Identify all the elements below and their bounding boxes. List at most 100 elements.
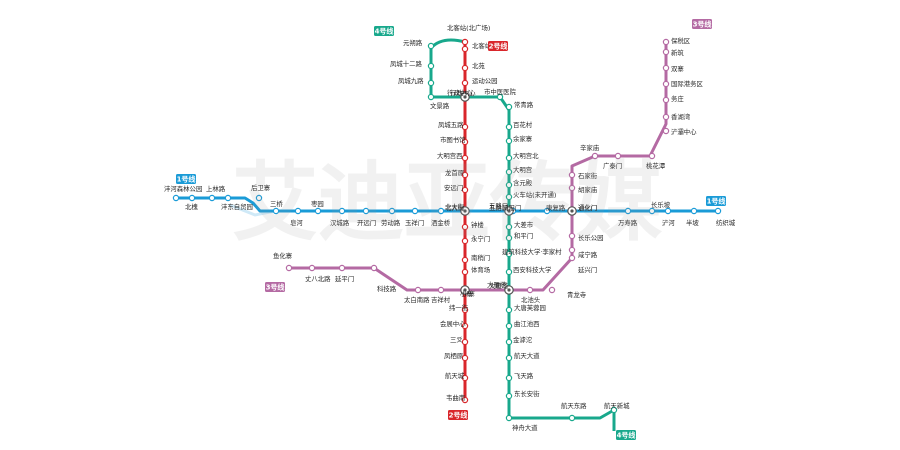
- station-marker[interactable]: [505, 354, 513, 362]
- station-marker[interactable]: [272, 207, 280, 215]
- station-marker[interactable]: [505, 123, 513, 131]
- station-marker[interactable]: [461, 223, 469, 231]
- station-marker[interactable]: [648, 207, 656, 215]
- station-marker[interactable]: [505, 103, 513, 111]
- station-marker[interactable]: [548, 286, 556, 294]
- station-marker[interactable]: [411, 207, 419, 215]
- station-marker[interactable]: [662, 127, 670, 135]
- station-marker[interactable]: [437, 207, 445, 215]
- station-marker[interactable]: [294, 207, 302, 215]
- station-marker[interactable]: [591, 152, 599, 160]
- station-marker[interactable]: [662, 48, 670, 56]
- station-label: 和平门: [514, 231, 533, 240]
- station-marker[interactable]: [461, 154, 469, 162]
- station-marker[interactable]: [427, 93, 435, 101]
- transfer-station-icon[interactable]: [567, 206, 577, 216]
- transfer-station-icon[interactable]: [460, 92, 470, 102]
- station-marker[interactable]: [461, 268, 469, 276]
- station-marker[interactable]: [461, 322, 469, 330]
- station-marker[interactable]: [427, 79, 435, 87]
- transfer-station-icon[interactable]: [460, 206, 470, 216]
- station-marker[interactable]: [662, 38, 670, 46]
- station-marker[interactable]: [505, 268, 513, 276]
- station-marker[interactable]: [664, 207, 672, 215]
- station-marker[interactable]: [370, 264, 378, 272]
- station-marker[interactable]: [568, 254, 576, 262]
- station-marker[interactable]: [172, 194, 180, 202]
- station-marker[interactable]: [662, 80, 670, 88]
- station-marker[interactable]: [568, 232, 576, 240]
- station-label: 桃花潭: [646, 161, 666, 170]
- station-label: 百花村: [513, 120, 533, 129]
- station-marker[interactable]: [461, 171, 469, 179]
- transfer-station-icon[interactable]: [460, 285, 470, 295]
- station-marker[interactable]: [505, 234, 513, 242]
- transfer-station-icon[interactable]: [504, 206, 514, 216]
- station-marker[interactable]: [461, 79, 469, 87]
- station-marker[interactable]: [461, 38, 469, 46]
- station-marker[interactable]: [662, 113, 670, 121]
- station-marker[interactable]: [614, 152, 622, 160]
- line-badge-label: 4号线: [375, 27, 394, 36]
- station-marker[interactable]: [461, 64, 469, 72]
- station-marker[interactable]: [388, 207, 396, 215]
- station-marker[interactable]: [610, 406, 618, 414]
- station-marker[interactable]: [690, 207, 698, 215]
- station-marker[interactable]: [461, 237, 469, 245]
- station-marker[interactable]: [505, 414, 513, 422]
- station-label: 文景路: [430, 101, 450, 110]
- station-marker[interactable]: [505, 223, 513, 231]
- station-marker[interactable]: [505, 137, 513, 145]
- station-marker[interactable]: [568, 414, 576, 422]
- station-marker[interactable]: [461, 256, 469, 264]
- station-marker[interactable]: [543, 207, 551, 215]
- station-label: 浐灞中心: [671, 127, 697, 136]
- station-marker[interactable]: [461, 123, 469, 131]
- station-marker[interactable]: [568, 246, 576, 254]
- station-marker[interactable]: [461, 138, 469, 146]
- station-marker[interactable]: [338, 207, 346, 215]
- station-marker[interactable]: [427, 62, 435, 70]
- station-marker[interactable]: [461, 45, 469, 53]
- station-marker[interactable]: [461, 354, 469, 362]
- station-marker[interactable]: [314, 207, 322, 215]
- station-marker[interactable]: [362, 207, 370, 215]
- station-marker[interactable]: [505, 154, 513, 162]
- station-marker[interactable]: [188, 194, 196, 202]
- station-marker[interactable]: [461, 186, 469, 194]
- station-marker[interactable]: [427, 42, 435, 50]
- station-marker[interactable]: [662, 96, 670, 104]
- station-marker[interactable]: [461, 374, 469, 382]
- station-marker[interactable]: [414, 286, 422, 294]
- station-marker[interactable]: [208, 194, 216, 202]
- station-marker[interactable]: [505, 306, 513, 314]
- station-marker[interactable]: [505, 168, 513, 176]
- station-marker[interactable]: [505, 338, 513, 346]
- transfer-station-icon[interactable]: [504, 285, 514, 295]
- station-marker[interactable]: [496, 93, 504, 101]
- station-marker[interactable]: [505, 250, 513, 258]
- station-marker[interactable]: [255, 194, 263, 202]
- station-marker[interactable]: [505, 181, 513, 189]
- station-marker[interactable]: [461, 396, 469, 404]
- station-marker[interactable]: [505, 374, 513, 382]
- station-label: 行政中心: [447, 88, 473, 97]
- station-marker[interactable]: [505, 193, 513, 201]
- station-marker[interactable]: [461, 306, 469, 314]
- station-marker[interactable]: [662, 64, 670, 72]
- station-marker[interactable]: [437, 286, 445, 294]
- station-marker[interactable]: [308, 264, 316, 272]
- station-marker[interactable]: [338, 264, 346, 272]
- station-marker[interactable]: [568, 171, 576, 179]
- station-marker[interactable]: [568, 184, 576, 192]
- station-marker[interactable]: [648, 152, 656, 160]
- station-marker[interactable]: [526, 286, 534, 294]
- station-marker[interactable]: [624, 207, 632, 215]
- station-marker[interactable]: [224, 194, 232, 202]
- station-marker[interactable]: [285, 264, 293, 272]
- station-marker[interactable]: [714, 207, 722, 215]
- station-label: 火车站(未开通): [513, 190, 556, 199]
- station-marker[interactable]: [461, 338, 469, 346]
- station-marker[interactable]: [505, 392, 513, 400]
- station-marker[interactable]: [505, 322, 513, 330]
